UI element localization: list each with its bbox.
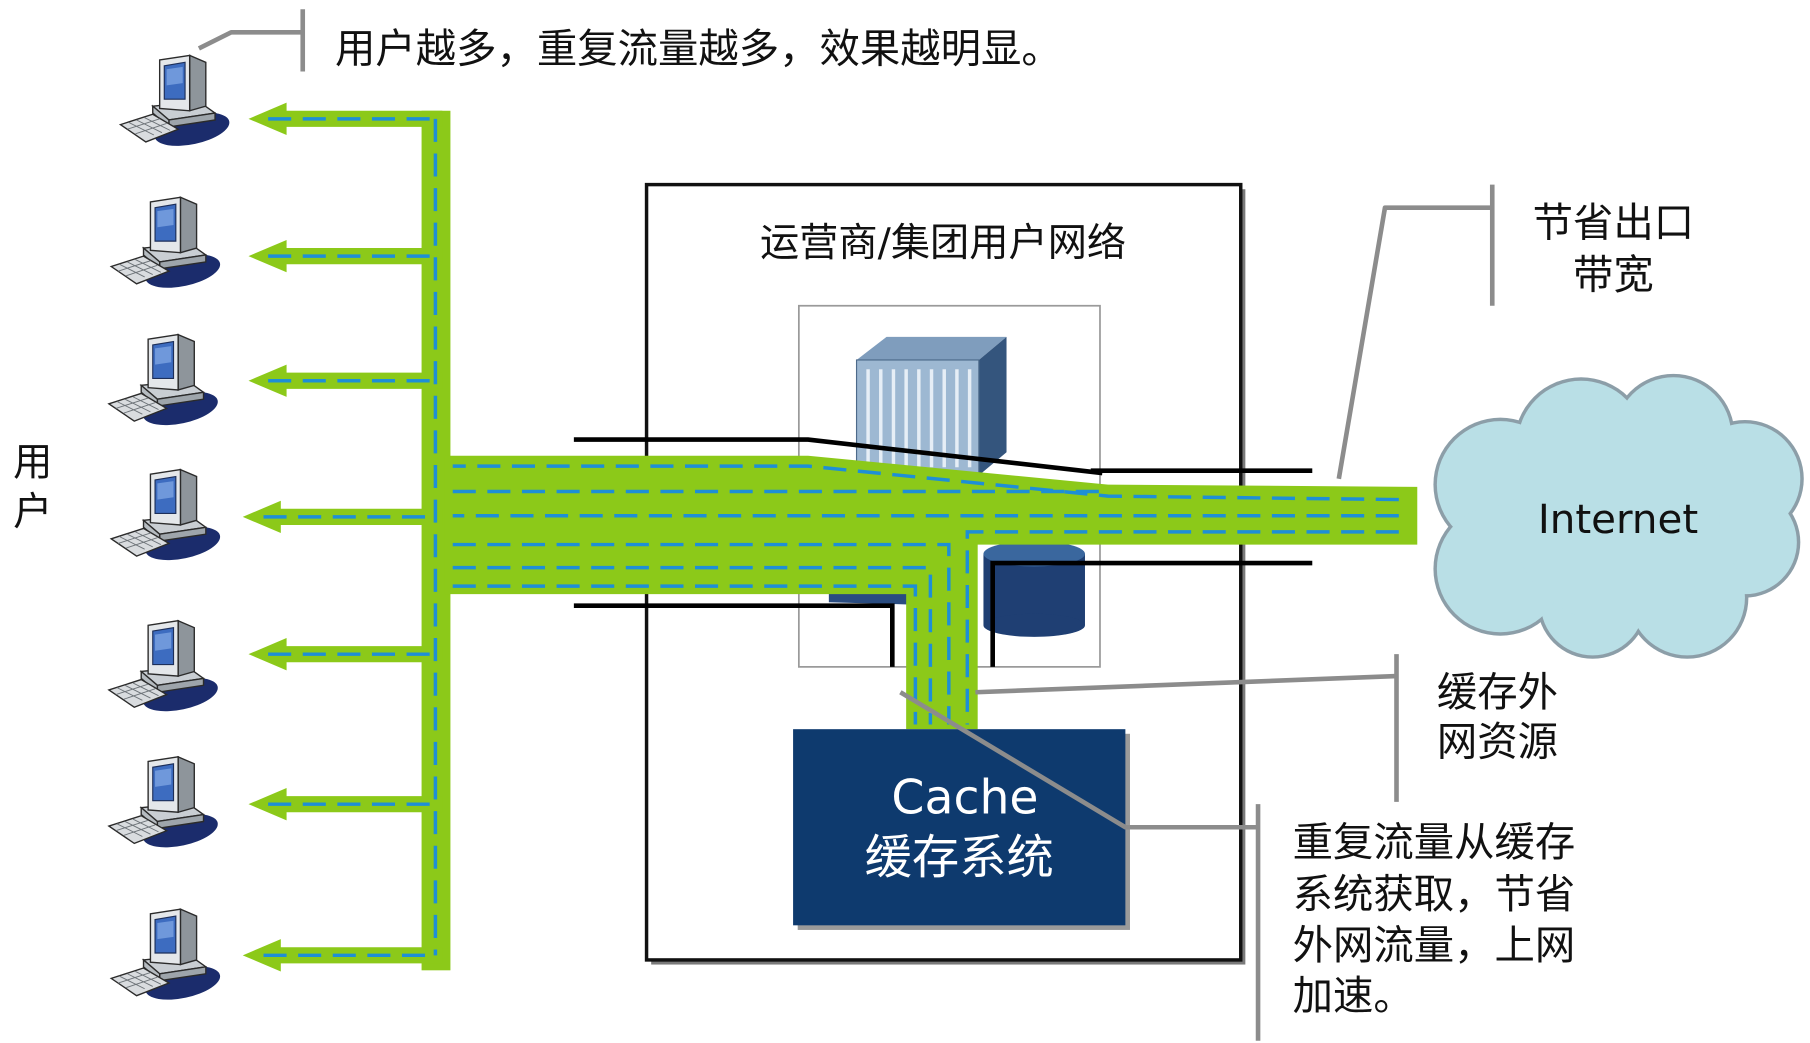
desktop-computer-icon (119, 54, 234, 153)
pipe-line-lower-right (990, 560, 1313, 667)
fetch-note-line-2: 系统获取，节省 (1293, 871, 1576, 918)
external-note-line-2: 网资源 (1437, 719, 1558, 766)
desktop-computer-icon (108, 756, 222, 854)
callout-top-leader (197, 29, 303, 51)
desktop-computer-icon (108, 620, 222, 718)
cloud-icon: Internet (1433, 373, 1804, 659)
flow-dash-band-5 (452, 542, 951, 725)
flow-dash-band-4 (965, 530, 1399, 725)
fetch-note-line-4: 加速。 (1293, 973, 1414, 1020)
fetch-note-line-3: 外网流量，上网 (1293, 922, 1576, 969)
external-note-line-1: 缓存外 (1437, 669, 1558, 716)
flow-dash-band-6 (452, 565, 933, 725)
cache-box (793, 729, 1126, 926)
network-title: 运营商/集团用户网络 (760, 221, 1126, 266)
callout-external-leader (975, 673, 1397, 695)
pipe-line-lower-left (573, 603, 895, 667)
desktop-computer-icon (110, 908, 224, 1007)
bandwidth-note-line-2: 带宽 (1573, 251, 1654, 298)
users-label-char-2: 户 (13, 490, 52, 535)
top-note: 用户越多，重复流量越多，效果越明显。 (335, 25, 1062, 72)
cache-title: Cache (891, 770, 1038, 825)
cache-subtitle: 缓存系统 (865, 830, 1054, 885)
flow-dash-band-7 (452, 584, 918, 725)
cylinder-bottom (983, 613, 1085, 637)
bandwidth-note-line-1: 节省出口 (1533, 200, 1695, 247)
pipe-line-upper-left (573, 437, 1103, 476)
desktop-computer-icon (108, 333, 222, 432)
users-label-char-1: 用 (13, 440, 52, 485)
desktop-computer-icon (110, 196, 224, 295)
fetch-note-line-1: 重复流量从缓存 (1293, 819, 1576, 866)
callout-bandwidth-leader (1336, 205, 1493, 480)
callout-fetch-leader (899, 690, 1259, 830)
server-top (856, 336, 1007, 360)
cloud-fill (1436, 377, 1801, 656)
internet-label: Internet (1538, 496, 1698, 543)
desktop-computer-icon (110, 468, 224, 567)
server-slots (866, 369, 972, 468)
flow-dash-band-1 (452, 464, 1399, 502)
traffic-flow (242, 102, 1418, 972)
server-side (978, 336, 1007, 476)
cylinder-top (983, 541, 1085, 567)
